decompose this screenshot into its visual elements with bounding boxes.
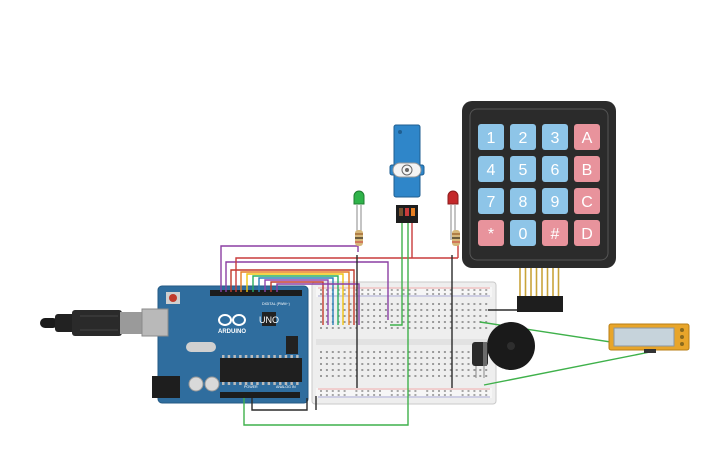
keypad-key: 0 xyxy=(510,220,536,246)
lcd-module xyxy=(608,323,690,353)
keypad-key: 2 xyxy=(510,124,536,150)
keypad-key: 9 xyxy=(542,188,568,214)
keypad-key: 8 xyxy=(510,188,536,214)
chip-pins xyxy=(222,355,299,385)
keypad-4x4: 1 2 3 A 4 5 6 B 7 8 9 C * 0 # D xyxy=(462,101,616,312)
keypad-key-label: 2 xyxy=(519,130,528,147)
servo-motor xyxy=(389,124,425,223)
keypad-key-label: * xyxy=(488,226,494,243)
keypad-key-label: 6 xyxy=(551,162,560,179)
keypad-key-label: 5 xyxy=(519,162,528,179)
keypad-key: * xyxy=(478,220,504,246)
keypad-key: 6 xyxy=(542,156,568,182)
keypad-key-label: 8 xyxy=(519,194,528,211)
wires xyxy=(220,222,651,426)
keypad-key: D xyxy=(574,220,600,246)
digital-header-label: DIGITAL (PWM~) xyxy=(262,302,290,306)
resistor-green-led xyxy=(355,230,363,246)
keypad-key-label: B xyxy=(582,162,593,179)
keypad-key-label: 4 xyxy=(487,162,496,179)
usb-cable xyxy=(40,310,142,336)
breadboard-holes xyxy=(320,289,488,396)
keypad-key-label: A xyxy=(582,130,593,147)
keypad-key: 1 xyxy=(478,124,504,150)
keypad-key: 7 xyxy=(478,188,504,214)
red-led xyxy=(447,190,459,240)
keypad-key-label: D xyxy=(581,226,593,243)
analog-header-label: ANALOG IN xyxy=(276,385,296,389)
keypad-key-label: 7 xyxy=(487,194,496,211)
keypad-key-label: # xyxy=(551,226,560,243)
keypad-key: 3 xyxy=(542,124,568,150)
piezo-buzzer xyxy=(487,322,535,370)
keypad-key: C xyxy=(574,188,600,214)
keypad-key-label: C xyxy=(581,194,593,211)
keypad-key: 5 xyxy=(510,156,536,182)
arduino-logo-icon xyxy=(218,314,246,326)
arduino-uno-board: ARDUINO UNO DIGITAL (PWM~) POWER ANALOG … xyxy=(40,285,309,404)
resistor-red-led xyxy=(452,230,460,246)
keypad-key-label: 0 xyxy=(519,226,528,243)
keypad-pins xyxy=(519,268,560,298)
electrolytic-capacitor xyxy=(472,342,488,378)
keypad-key: 4 xyxy=(478,156,504,182)
keypad-key: B xyxy=(574,156,600,182)
keypad-key-label: 3 xyxy=(551,130,560,147)
arduino-brand-text: ARDUINO xyxy=(218,329,246,335)
keypad-key-label: 9 xyxy=(551,194,560,211)
arduino-model-text: UNO xyxy=(259,315,279,325)
breadboard xyxy=(311,281,497,405)
keypad-key: # xyxy=(542,220,568,246)
power-header-label: POWER xyxy=(244,385,258,389)
keypad-key: A xyxy=(574,124,600,150)
keypad-keys: 1 2 3 A 4 5 6 B 7 8 9 C * 0 # D xyxy=(478,124,600,246)
keypad-key-label: 1 xyxy=(487,130,496,147)
